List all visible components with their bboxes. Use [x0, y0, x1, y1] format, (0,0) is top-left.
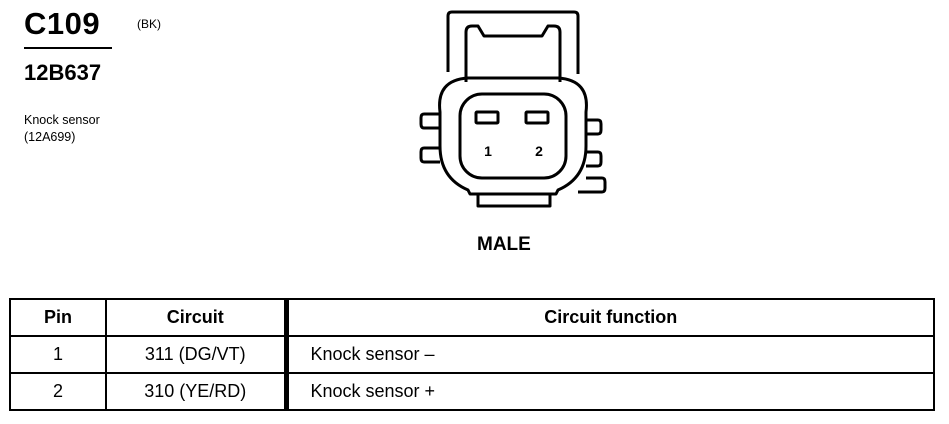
- connector-housing: [438, 76, 588, 196]
- table-header-row: Pin Circuit Circuit function: [9, 298, 935, 337]
- connector-rib-left: [419, 112, 440, 164]
- header-circuit-function: Circuit function: [285, 298, 935, 337]
- function-cell: Knock sensor –: [285, 335, 935, 374]
- connector-inner-face: [458, 92, 568, 180]
- terminal-1: [474, 110, 500, 125]
- connector-latch: [446, 10, 580, 74]
- pin-label-2: 2: [535, 143, 543, 159]
- connector-rib-right: [578, 118, 607, 194]
- circuit-cell: 311 (DG/VT): [105, 335, 289, 374]
- pin-label-1: 1: [484, 143, 492, 159]
- title-underline: [24, 47, 112, 49]
- connector-key: [476, 194, 552, 208]
- circuit-cell: 310 (YE/RD): [105, 372, 289, 411]
- component-part-number: (12A699): [24, 130, 76, 144]
- connector-color-code: (BK): [137, 17, 161, 31]
- connector-latch-inner: [464, 24, 562, 82]
- component-description: Knock sensor (12A699): [24, 112, 100, 146]
- connector-id: C109: [24, 6, 101, 41]
- connector-face-diagram: 1 2: [419, 10, 607, 208]
- table-row: 1 311 (DG/VT) Knock sensor –: [9, 335, 935, 374]
- function-cell: Knock sensor +: [285, 372, 935, 411]
- header-circuit: Circuit: [105, 298, 289, 337]
- pin-cell: 1: [9, 335, 107, 374]
- pinout-table: Pin Circuit Circuit function 1 311 (DG/V…: [9, 298, 935, 411]
- table-row: 2 310 (YE/RD) Knock sensor +: [9, 372, 935, 411]
- terminal-2: [524, 110, 550, 125]
- header-pin: Pin: [9, 298, 107, 337]
- pin-cell: 2: [9, 372, 107, 411]
- component-name: Knock sensor: [24, 113, 100, 127]
- connector-view-label: MALE: [477, 234, 531, 255]
- part-number: 12B637: [24, 60, 102, 85]
